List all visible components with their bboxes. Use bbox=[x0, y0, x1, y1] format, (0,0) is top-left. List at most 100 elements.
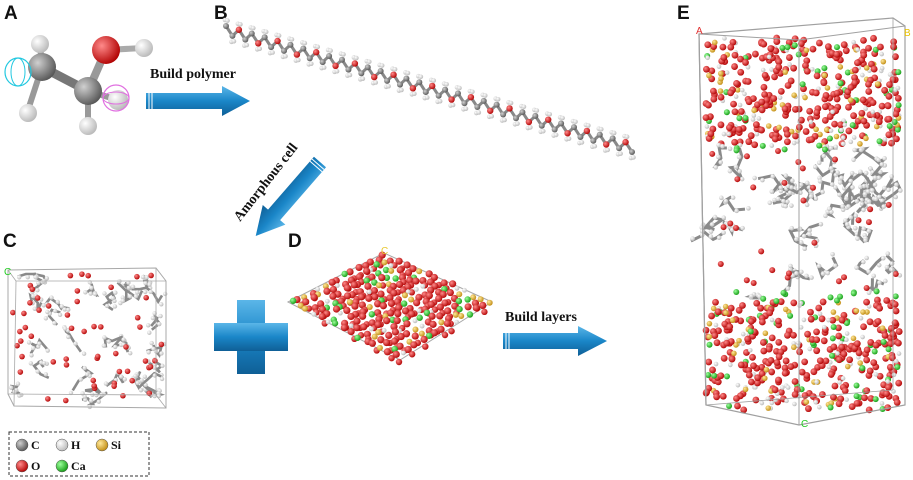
oxygen-atom bbox=[350, 281, 358, 289]
oxygen-atom bbox=[10, 309, 16, 316]
hydrogen-atom bbox=[120, 298, 126, 304]
hydrogen-atom bbox=[450, 102, 456, 108]
oxygen-atom bbox=[835, 278, 842, 285]
hydrogen-atom bbox=[341, 52, 346, 57]
oxygen-atom bbox=[845, 103, 852, 111]
oxygen-atom bbox=[720, 224, 727, 231]
hydrogen-atom bbox=[767, 200, 773, 206]
hydrogen-atom bbox=[158, 313, 163, 319]
oxygen-atom bbox=[302, 298, 310, 306]
polymer-segment bbox=[869, 278, 885, 292]
oxygen-atom bbox=[111, 383, 117, 389]
carbon-atom bbox=[590, 137, 597, 144]
oxygen-atom bbox=[783, 138, 791, 146]
oxygen-atom bbox=[329, 292, 337, 300]
hydrogen-atom bbox=[835, 170, 840, 175]
oxygen-atom bbox=[472, 304, 480, 312]
oxygen-atom bbox=[771, 386, 779, 394]
oxygen-atom bbox=[830, 393, 837, 401]
hydrogen-atom bbox=[760, 177, 765, 183]
oxygen-atom bbox=[129, 377, 135, 384]
carbon-atom bbox=[577, 134, 584, 141]
hydrogen-atom bbox=[798, 325, 804, 330]
carbon-atom bbox=[455, 90, 461, 97]
hydrogen-atom bbox=[413, 286, 419, 292]
hydrogen-atom bbox=[120, 295, 126, 300]
calcium-atom bbox=[837, 80, 844, 87]
carbon-atom bbox=[28, 53, 56, 81]
oxygen-atom bbox=[894, 94, 902, 102]
oxygen-atom bbox=[739, 302, 746, 309]
oxygen-atom bbox=[760, 40, 768, 48]
oxygen-atom bbox=[813, 328, 820, 336]
oxygen-atom bbox=[444, 307, 452, 315]
calcium-atom bbox=[383, 274, 391, 281]
hydrogen-atom bbox=[886, 187, 891, 193]
hydrogen-atom bbox=[882, 137, 888, 142]
oxygen-atom bbox=[436, 312, 444, 320]
oxygen-atom bbox=[877, 43, 884, 51]
oxygen-atom bbox=[818, 315, 826, 323]
hydrogen-atom bbox=[308, 61, 314, 67]
oxygen-atom bbox=[443, 319, 451, 327]
hydrogen-atom bbox=[36, 280, 41, 286]
oxygen-atom bbox=[17, 369, 24, 375]
hydrogen-atom bbox=[727, 146, 733, 152]
build-polymer-arrow bbox=[146, 86, 250, 116]
hydrogen-atom bbox=[844, 222, 850, 227]
hydrogen-atom bbox=[746, 206, 751, 211]
oxygen-atom bbox=[767, 356, 775, 364]
hydrogen-atom bbox=[879, 51, 885, 57]
hydrogen-atom bbox=[817, 404, 822, 410]
silicon-atom bbox=[375, 282, 382, 289]
hydrogen-atom bbox=[789, 203, 794, 208]
oxygen-atom bbox=[847, 84, 855, 91]
hydrogen-atom bbox=[876, 157, 881, 163]
silicon-atom bbox=[717, 88, 724, 94]
hydrogen-atom bbox=[828, 128, 834, 133]
oxygen-atom bbox=[737, 361, 745, 369]
legend-label-ca: Ca bbox=[71, 459, 86, 473]
oxygen-atom bbox=[758, 318, 766, 326]
hydrogen-atom bbox=[476, 110, 482, 115]
silicon-atom bbox=[733, 342, 739, 348]
hydrogen-atom bbox=[713, 322, 719, 328]
calcium-atom bbox=[441, 285, 448, 293]
oxygen-atom bbox=[760, 339, 767, 346]
calcium-atom bbox=[843, 320, 850, 327]
hydrogen-atom bbox=[52, 308, 58, 314]
chain-backbone bbox=[224, 25, 634, 153]
silicon-atom bbox=[408, 296, 415, 303]
hydrogen-atom bbox=[759, 400, 765, 406]
oxygen-atom bbox=[410, 341, 418, 349]
hydrogen-atom bbox=[820, 189, 825, 195]
silicon-atom bbox=[734, 87, 741, 93]
hydrogen-atom bbox=[8, 385, 14, 390]
hydrogen-atom bbox=[151, 346, 156, 352]
calcium-atom bbox=[464, 296, 471, 303]
oxygen-atom bbox=[425, 292, 433, 300]
oxygen-atom bbox=[364, 282, 372, 290]
hydrogen-atom bbox=[816, 263, 822, 269]
hydrogen-atom bbox=[88, 291, 93, 296]
hydrogen-atom bbox=[752, 175, 757, 181]
oxygen-atom bbox=[824, 43, 832, 51]
oxygen-atom bbox=[863, 298, 870, 306]
carbon-atom bbox=[616, 145, 623, 152]
oxygen-atom bbox=[791, 378, 799, 385]
hydrogen-atom bbox=[890, 267, 895, 273]
hydrogen-atom bbox=[813, 196, 819, 202]
hydrogen-atom bbox=[740, 341, 746, 346]
hydrogen-atom bbox=[726, 131, 732, 137]
carbon-atom bbox=[397, 81, 403, 88]
oxygen-atom bbox=[767, 45, 775, 52]
hydrogen-atom bbox=[864, 255, 869, 261]
oxygen-atom bbox=[753, 299, 761, 307]
oxygen-atom bbox=[787, 363, 795, 371]
hydrogen-atom bbox=[78, 377, 84, 382]
hydrogen-atom bbox=[412, 318, 418, 324]
hydrogen-atom bbox=[866, 269, 871, 274]
oxygen-atom bbox=[804, 330, 811, 338]
hydrogen-atom bbox=[104, 303, 110, 309]
oxygen-atom bbox=[351, 60, 359, 67]
